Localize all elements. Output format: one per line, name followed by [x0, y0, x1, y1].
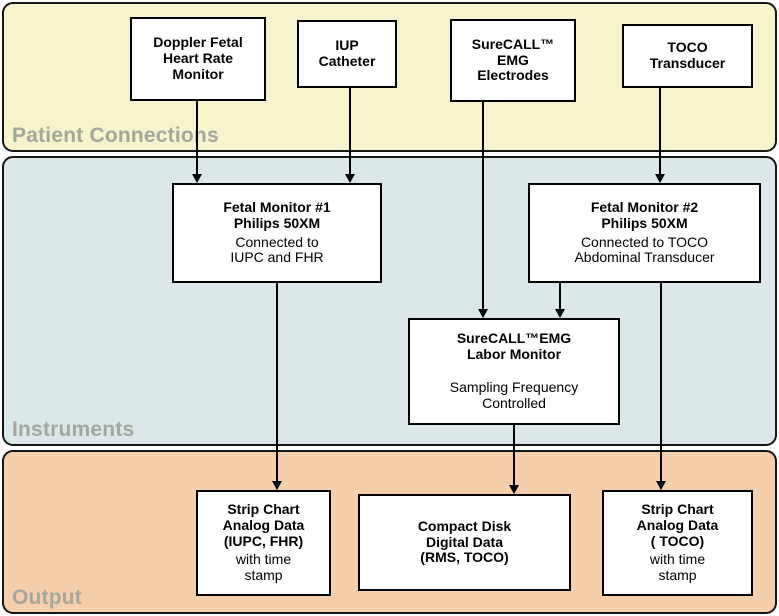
arrow-labor-monitor-to-compact-disk — [509, 425, 519, 494]
arrow-iup-catheter-to-fetal-monitor-1 — [345, 88, 355, 183]
node-title-line: (IUPC, FHR) — [223, 532, 304, 549]
arrow-doppler-to-fetal-monitor-1 — [192, 101, 202, 183]
node-subtitle-line: IUPC and FHR — [230, 249, 324, 266]
node-iup-catheter: IUP Catheter — [297, 20, 397, 88]
node-title-line: ( TOCO) — [650, 532, 705, 549]
node-fetal-monitor-2: Fetal Monitor #2 Philips 50XM Connected … — [528, 183, 761, 283]
node-title-line: Transducer — [649, 55, 726, 71]
node-subtitle-line: with time — [235, 551, 292, 568]
node-subtitle-line: Connected to — [235, 233, 319, 250]
node-title-line: Fetal Monitor #1 — [223, 198, 331, 215]
node-title-line: Compact Disk — [417, 517, 512, 534]
node-subtitle-line: with time — [649, 551, 706, 568]
node-title-line: Strip Chart — [227, 500, 300, 517]
node-strip-chart-analog-data-toco: Strip Chart Analog Data ( TOCO) with tim… — [602, 490, 753, 596]
band-label-instruments: Instruments — [12, 418, 135, 441]
node-toco-transducer: TOCO Transducer — [622, 24, 753, 88]
node-title-line: Catheter — [318, 53, 376, 69]
node-subtitle-line: Sampling Frequency — [449, 379, 579, 395]
node-title-line: Doppler Fetal — [153, 34, 243, 51]
node-title-line: Heart Rate — [162, 50, 234, 67]
node-title-line: Philips 50XM — [233, 214, 321, 231]
node-title-line: (RMS, TOCO) — [420, 549, 509, 566]
node-subtitle-line: Abdominal Transducer — [574, 249, 715, 266]
arrow-fetal-monitor-1-to-strip-chart-iupc-fhr — [272, 283, 282, 490]
node-title-line: Strip Chart — [641, 500, 714, 517]
arrow-fetal-monitor-2-to-labor-monitor — [555, 283, 565, 318]
node-title-line: Labor Monitor — [466, 346, 562, 363]
node-title-line: IUP — [335, 37, 359, 54]
arrow-emg-electrodes-to-labor-monitor — [478, 102, 488, 318]
node-surecall-emg-electrodes: SureCALL™ EMG Electrodes — [450, 19, 576, 102]
node-title-line: TOCO — [667, 39, 708, 56]
node-fetal-monitor-1: Fetal Monitor #1 Philips 50XM Connected … — [172, 183, 382, 283]
node-subtitle-line: Connected to TOCO — [580, 233, 709, 250]
band-label-output: Output — [12, 586, 83, 609]
node-compact-disk-digital-data: Compact Disk Digital Data (RMS, TOCO) — [358, 494, 571, 591]
arrow-fetal-monitor-2-to-strip-chart-toco — [656, 283, 666, 490]
node-title-line: SureCALL™EMG — [456, 330, 572, 347]
node-subtitle-line: stamp — [658, 567, 697, 584]
node-subtitle-line: Controlled — [482, 394, 546, 411]
node-surecall-emg-labor-monitor: SureCALL™EMG Labor Monitor Sampling Freq… — [408, 318, 620, 425]
node-strip-chart-analog-data-iupc-fhr: Strip Chart Analog Data (IUPC, FHR) with… — [196, 490, 331, 596]
node-subtitle-line: stamp — [244, 567, 283, 584]
arrow-toco-transducer-to-fetal-monitor-2 — [655, 88, 665, 183]
band-label-patient-connections: Patient Connections — [12, 124, 219, 147]
node-title-line: Monitor — [172, 65, 224, 82]
node-title-line: Electrodes — [477, 67, 549, 84]
node-title-line: SureCALL™ — [471, 35, 555, 52]
node-title-line: Analog Data — [222, 516, 305, 533]
node-title-line: Philips 50XM — [601, 214, 688, 231]
node-title-line: EMG — [497, 51, 529, 68]
node-title-line: Digital Data — [425, 533, 503, 550]
node-title-line: Analog Data — [636, 516, 719, 533]
node-doppler-fetal-heart-rate-monitor: Doppler Fetal Heart Rate Monitor — [130, 17, 266, 101]
node-title-line: Fetal Monitor #2 — [590, 198, 699, 215]
